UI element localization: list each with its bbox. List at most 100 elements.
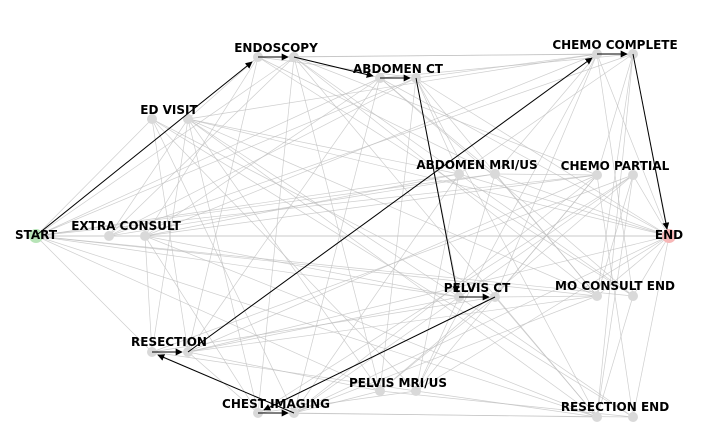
node-abdomen-mri-us (454, 169, 464, 179)
path-edge-chest-imaging-to-resection (157, 354, 295, 414)
node-label-chest-imaging: CHEST IMAGING (222, 397, 330, 411)
background-edge (379, 77, 417, 392)
background-edge (187, 56, 259, 353)
background-edge (187, 295, 598, 353)
background-edge (293, 173, 460, 414)
background-edge (151, 118, 295, 414)
background-edge (596, 53, 634, 176)
background-edge (379, 296, 496, 392)
background-edge (415, 77, 670, 237)
background-edge (494, 295, 598, 298)
highlighted-path-edges (37, 50, 670, 417)
background-edges (35, 53, 670, 418)
background-edge (187, 235, 670, 353)
background-edge (187, 118, 460, 175)
background-edge (257, 56, 295, 414)
background-edge (144, 174, 598, 237)
node-label-end: END (655, 228, 683, 242)
background-edge (257, 56, 496, 175)
node-ed-visit (147, 114, 157, 124)
background-edge (458, 173, 496, 298)
background-edge (151, 174, 634, 353)
background-edge (458, 173, 670, 237)
background-edge (35, 77, 417, 237)
node-extra-consult (104, 231, 114, 241)
node-label-resection: RESECTION (131, 335, 207, 349)
node-chemo-partial (628, 170, 638, 180)
node-label-pelvis-ct: PELVIS CT (444, 281, 511, 295)
path-edge-start-to-endoscopy (37, 61, 253, 235)
node-label-chemo-partial: CHEMO PARTIAL (561, 159, 670, 173)
background-edge (151, 351, 417, 392)
background-edge (108, 118, 189, 237)
background-edge (257, 412, 634, 418)
node-resection-end (592, 412, 602, 422)
background-edge (187, 118, 598, 297)
background-edge (494, 53, 598, 298)
node-label-chemo-complete: CHEMO COMPLETE (552, 38, 677, 52)
node-mo-consult-end (592, 291, 602, 301)
background-edge (144, 235, 598, 418)
background-edge (494, 173, 670, 237)
background-edge (415, 235, 670, 392)
background-edge (35, 235, 634, 297)
background-edge (35, 235, 598, 297)
node-ed-visit (183, 114, 193, 124)
background-edge (596, 53, 634, 297)
background-edge (151, 118, 189, 353)
background-edge (144, 235, 460, 298)
background-edge (35, 118, 153, 237)
path-edge-abdomen-ct-to-pelvis-ct (415, 77, 460, 293)
background-edge (596, 53, 670, 237)
background-edge (151, 118, 496, 298)
background-edge (35, 77, 381, 237)
background-edge (596, 174, 634, 297)
background-edge (379, 77, 670, 237)
background-edge (108, 56, 295, 237)
background-edge (293, 77, 381, 414)
node-resection-end (628, 412, 638, 422)
node-abdomen-mri-us (490, 169, 500, 179)
node-chemo-partial (592, 170, 602, 180)
node-label-extra-consult: EXTRA CONSULT (71, 219, 181, 233)
background-edge (293, 295, 598, 414)
nodes (29, 49, 676, 422)
background-edge (379, 77, 496, 175)
background-edge (596, 235, 670, 297)
path-edge-resection-to-chemo-complete (187, 57, 593, 353)
background-edge (458, 173, 634, 297)
background-edge (35, 235, 153, 353)
background-edge (293, 235, 670, 414)
background-edge (458, 296, 634, 418)
background-edge (108, 173, 496, 237)
background-edge (415, 173, 460, 392)
background-edge (257, 56, 634, 297)
background-edge (151, 118, 417, 392)
node-pelvis-mri-us (375, 386, 385, 396)
node-label-endoscopy: ENDOSCOPY (234, 41, 318, 55)
node-label-mo-consult-end: MO CONSULT END (555, 279, 675, 293)
background-edge (108, 77, 417, 237)
node-extra-consult (140, 231, 150, 241)
background-edge (187, 53, 598, 120)
node-end (662, 229, 676, 243)
background-edge (293, 56, 598, 176)
node-label-resection-end: RESECTION END (561, 400, 669, 414)
background-edge (415, 53, 598, 392)
background-edge (35, 173, 460, 237)
node-mo-consult-end (628, 291, 638, 301)
background-edge (151, 118, 634, 418)
background-edge (257, 174, 634, 414)
background-edge (144, 235, 153, 353)
node-label-abdomen-mri-us: ABDOMEN MRI/US (416, 158, 537, 172)
background-edge (108, 53, 634, 237)
path-edge-endoscopy-to-abdomen-ct (293, 56, 374, 78)
path-edge-chemo-complete-to-end (632, 53, 670, 230)
background-edge (257, 53, 634, 58)
background-edge (379, 390, 634, 418)
path-edge-pelvis-ct-to-chest-imaging (263, 296, 496, 411)
background-edge (596, 295, 634, 418)
node-label-ed-visit: ED VISIT (140, 103, 198, 117)
